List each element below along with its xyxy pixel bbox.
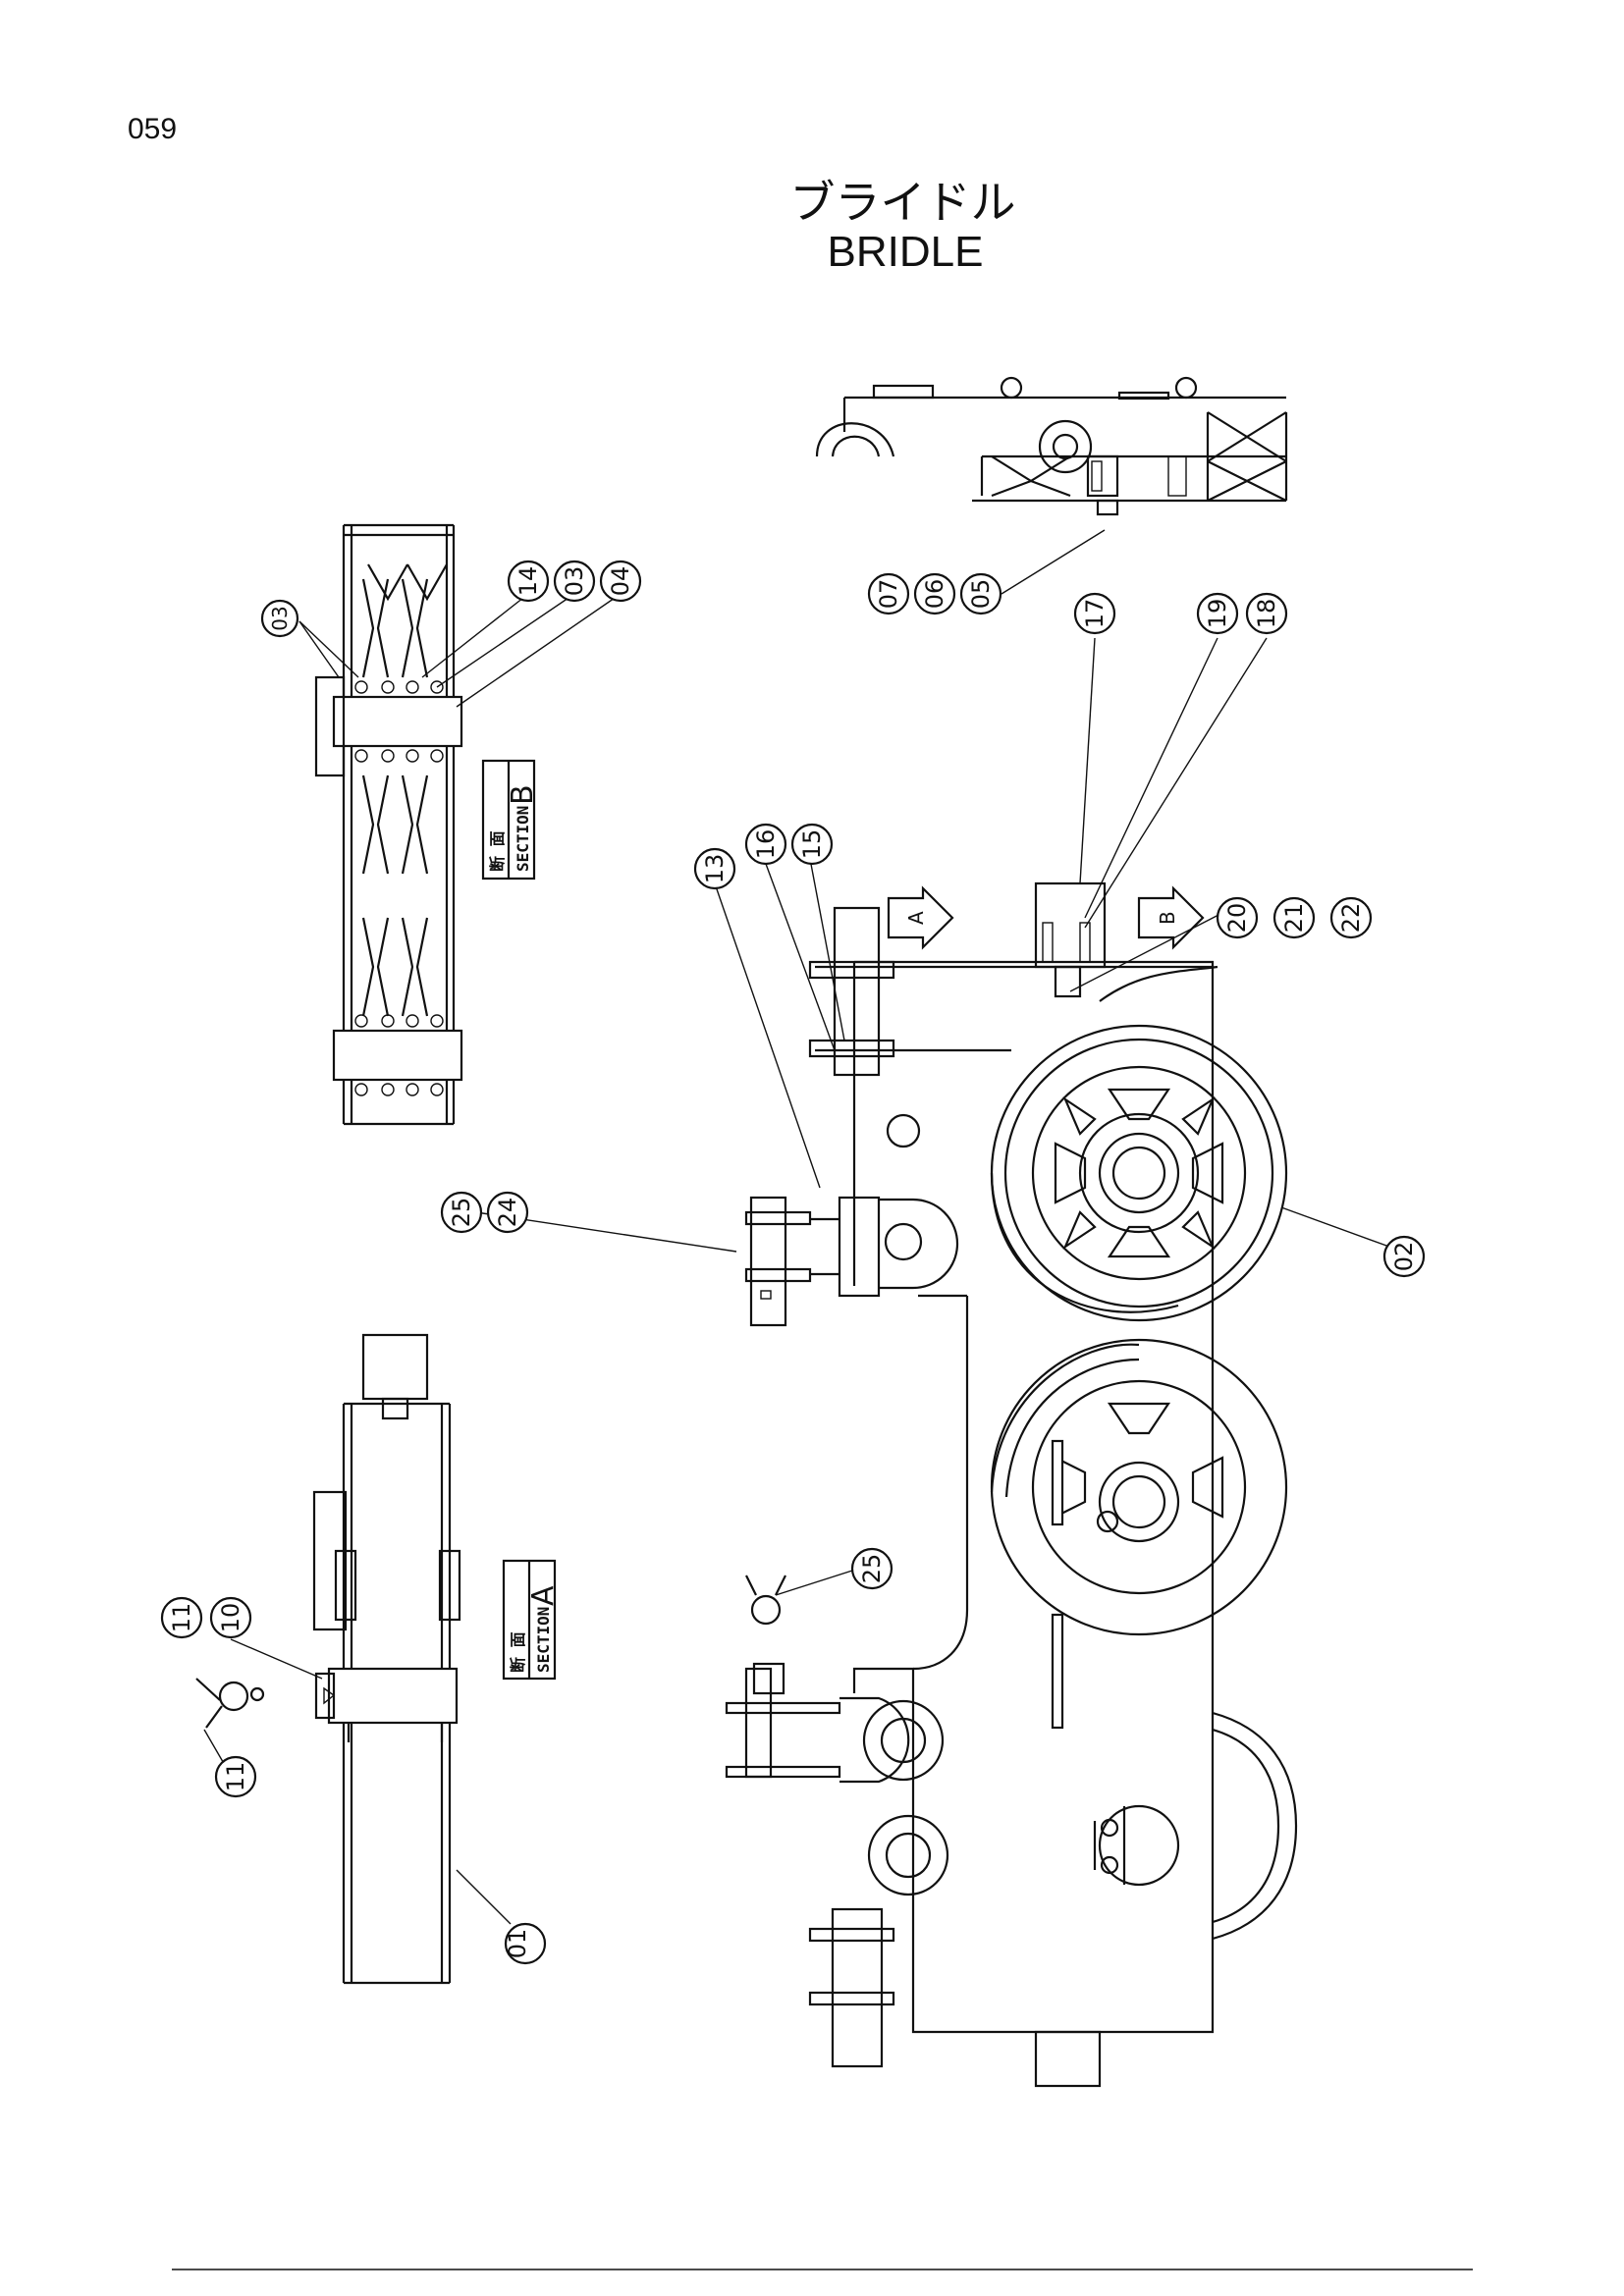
svg-text:11: 11 — [222, 1762, 249, 1792]
top-view — [815, 376, 1288, 516]
svg-text:20: 20 — [1223, 903, 1251, 934]
section-b-view — [314, 523, 463, 1126]
callout-17: 17 — [1073, 592, 1116, 635]
svg-text:13: 13 — [701, 854, 729, 884]
svg-text:19: 19 — [1204, 599, 1231, 629]
svg-text:25: 25 — [448, 1198, 475, 1228]
title-english: BRIDLE — [827, 228, 984, 276]
callout-18: 18 — [1245, 592, 1288, 635]
callout-05: 05 — [959, 572, 1002, 615]
callout-25-bottom: 25 — [850, 1547, 893, 1590]
callout-03-left: 03 — [260, 599, 299, 638]
section-b-bearings — [354, 680, 444, 1096]
svg-text:断 面: 断 面 — [509, 1631, 527, 1673]
callout-16: 16 — [744, 823, 787, 866]
callout-19: 19 — [1196, 592, 1239, 635]
callout-10: 10 — [209, 1596, 252, 1639]
svg-text:15: 15 — [798, 829, 826, 860]
svg-text:03: 03 — [268, 606, 292, 630]
svg-text:A: A — [904, 911, 928, 925]
svg-text:06: 06 — [921, 579, 948, 610]
callout-01: 01 — [504, 1922, 547, 1965]
section-b-sheaves-middle — [361, 774, 429, 875]
page-number: 059 — [128, 113, 178, 145]
callout-21: 21 — [1272, 896, 1316, 939]
section-b-label: 断 面 SECTION B — [481, 759, 540, 881]
svg-text:11: 11 — [168, 1603, 195, 1633]
svg-text:07: 07 — [875, 579, 902, 610]
section-a-view — [195, 1333, 461, 1985]
svg-text:24: 24 — [494, 1198, 521, 1228]
svg-text:A: A — [526, 1585, 561, 1606]
callout-03-right: 03 — [553, 560, 596, 603]
svg-text:22: 22 — [1337, 903, 1365, 934]
svg-text:18: 18 — [1253, 599, 1280, 629]
section-b-sheaves-upper — [361, 563, 448, 678]
section-a-label: 断 面 SECTION A — [502, 1559, 561, 1681]
title-japanese: ブライドル — [789, 176, 1016, 229]
callout-11-bottom: 11 — [214, 1755, 257, 1798]
callout-07: 07 — [867, 572, 910, 615]
svg-text:21: 21 — [1280, 903, 1308, 934]
callout-15: 15 — [790, 823, 834, 866]
svg-text:05: 05 — [967, 579, 995, 610]
svg-text:02: 02 — [1390, 1242, 1418, 1272]
callout-02: 02 — [1382, 1235, 1426, 1278]
callout-20: 20 — [1216, 896, 1259, 939]
callout-11-top: 11 — [160, 1596, 203, 1639]
svg-text:SECTION: SECTION — [534, 1607, 553, 1673]
sheave-02 — [990, 1024, 1288, 1322]
svg-text:14: 14 — [514, 566, 542, 597]
svg-text:B: B — [1156, 911, 1179, 925]
callout-24: 24 — [486, 1191, 529, 1234]
svg-text:04: 04 — [607, 566, 634, 597]
svg-text:16: 16 — [752, 829, 780, 860]
callout-25-top: 25 — [440, 1191, 483, 1234]
svg-text:03: 03 — [561, 566, 588, 597]
svg-text:SECTION: SECTION — [514, 806, 532, 872]
svg-text:25: 25 — [858, 1554, 886, 1584]
sheave-lower — [1093, 1711, 1298, 1941]
callout-13: 13 — [693, 847, 736, 890]
svg-text:17: 17 — [1081, 599, 1109, 629]
svg-text:断 面: 断 面 — [488, 830, 507, 872]
section-b-sheaves-lower — [361, 917, 429, 1017]
callout-22: 22 — [1329, 896, 1373, 939]
callout-14: 14 — [507, 560, 550, 603]
view-arrow-a: A — [887, 885, 954, 950]
main-side-view — [725, 881, 1298, 2088]
svg-text:B: B — [506, 784, 540, 805]
svg-text:10: 10 — [217, 1603, 244, 1633]
view-arrow-b: B — [1137, 885, 1205, 950]
svg-text:01: 01 — [504, 1929, 531, 1959]
callout-04: 04 — [599, 560, 642, 603]
sheave-middle — [990, 1338, 1288, 1730]
callout-06: 06 — [913, 572, 956, 615]
